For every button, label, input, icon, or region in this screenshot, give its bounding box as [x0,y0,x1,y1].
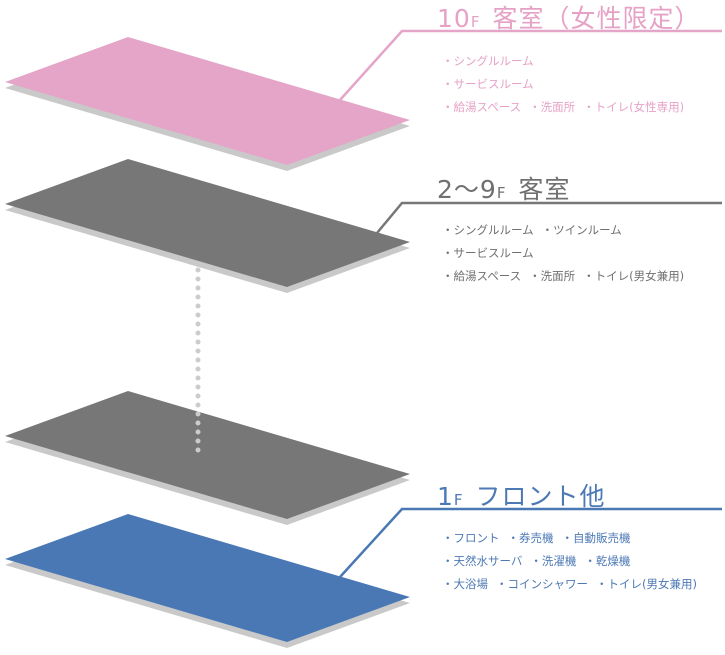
feature-line: ・フロント・券売機・自動販売機 [442,527,697,550]
feature-item: ・トイレ(男女兼用) [596,577,697,591]
feature-item: ・トイレ(女性専用) [583,100,685,114]
feature-item: ・給湯スペース [442,100,522,114]
feature-item: ・フロント [442,531,500,545]
floor-2-9-number: 2〜9 [437,175,497,204]
leader-line-1f [339,507,722,578]
feature-item: ・大浴場 [442,577,488,591]
feature-line: ・大浴場・コインシャワー・トイレ(男女兼用) [442,573,697,596]
feature-item: ・サービスルーム [442,246,534,260]
floor-1-number: 1 [437,482,454,511]
floor-10-name: 客室（女性限定） [492,4,701,33]
floor-1-feature-list: ・フロント・券売機・自動販売機 ・天然水サーバ・洗濯機・乾燥機 ・大浴場・コイン… [442,527,697,596]
feature-line: ・サービスルーム [442,73,684,96]
feature-line: ・シングルルーム [442,50,684,73]
feature-item: ・券売機 [507,531,554,545]
feature-item: ・給湯スペース [442,269,522,283]
feature-line: ・給湯スペース・洗面所・トイレ(男女兼用) [442,265,684,288]
feature-item: ・天然水サーバ [442,554,523,568]
floor-1-name: フロント他 [475,482,606,511]
feature-item: ・シングルルーム [442,54,534,68]
floor-1-plate [5,514,410,642]
floor-10-number: 10 [437,4,471,33]
floor-10-title: 10F 客室（女性限定） [437,0,700,35]
feature-item: ・洗濯機 [530,554,577,568]
floor-2-9-feature-list: ・シングルルーム・ツインルーム ・サービスルーム ・給湯スペース・洗面所・トイレ… [442,219,684,288]
floor-mid-plate [5,391,410,519]
feature-line: ・給湯スペース・洗面所・トイレ(女性専用) [442,96,684,119]
floor-10-unit: F [470,13,481,31]
feature-line: ・サービスルーム [442,242,684,265]
floor-2-9-title: 2〜9F 客室 [437,170,570,206]
feature-line: ・シングルルーム・ツインルーム [442,219,684,242]
feature-item: ・トイレ(男女兼用) [583,269,685,283]
feature-item: ・自動販売機 [561,531,631,545]
floor-1-unit: F [453,491,464,509]
floor-2-9-plate [5,159,410,287]
floor-1-title: 1F フロント他 [437,477,606,513]
floor-2-9-unit: F [496,184,507,202]
floor-10-feature-list: ・シングルルーム ・サービスルーム ・給湯スペース・洗面所・トイレ(女性専用) [442,50,684,119]
feature-item: ・乾燥機 [584,554,631,568]
floor-2-9-name: 客室 [518,175,571,204]
feature-item: ・洗面所 [529,269,576,283]
feature-item: ・洗面所 [529,100,576,114]
feature-item: ・ツインルーム [541,223,622,237]
feature-item: ・コインシャワー [496,577,588,591]
feature-item: ・シングルルーム [442,223,534,237]
floor-10-plate [5,37,410,165]
leader-line-10f [339,29,722,101]
feature-item: ・サービスルーム [442,77,534,91]
leader-line-2-9f [376,201,722,234]
feature-line: ・天然水サーバ・洗濯機・乾燥機 [442,550,697,573]
